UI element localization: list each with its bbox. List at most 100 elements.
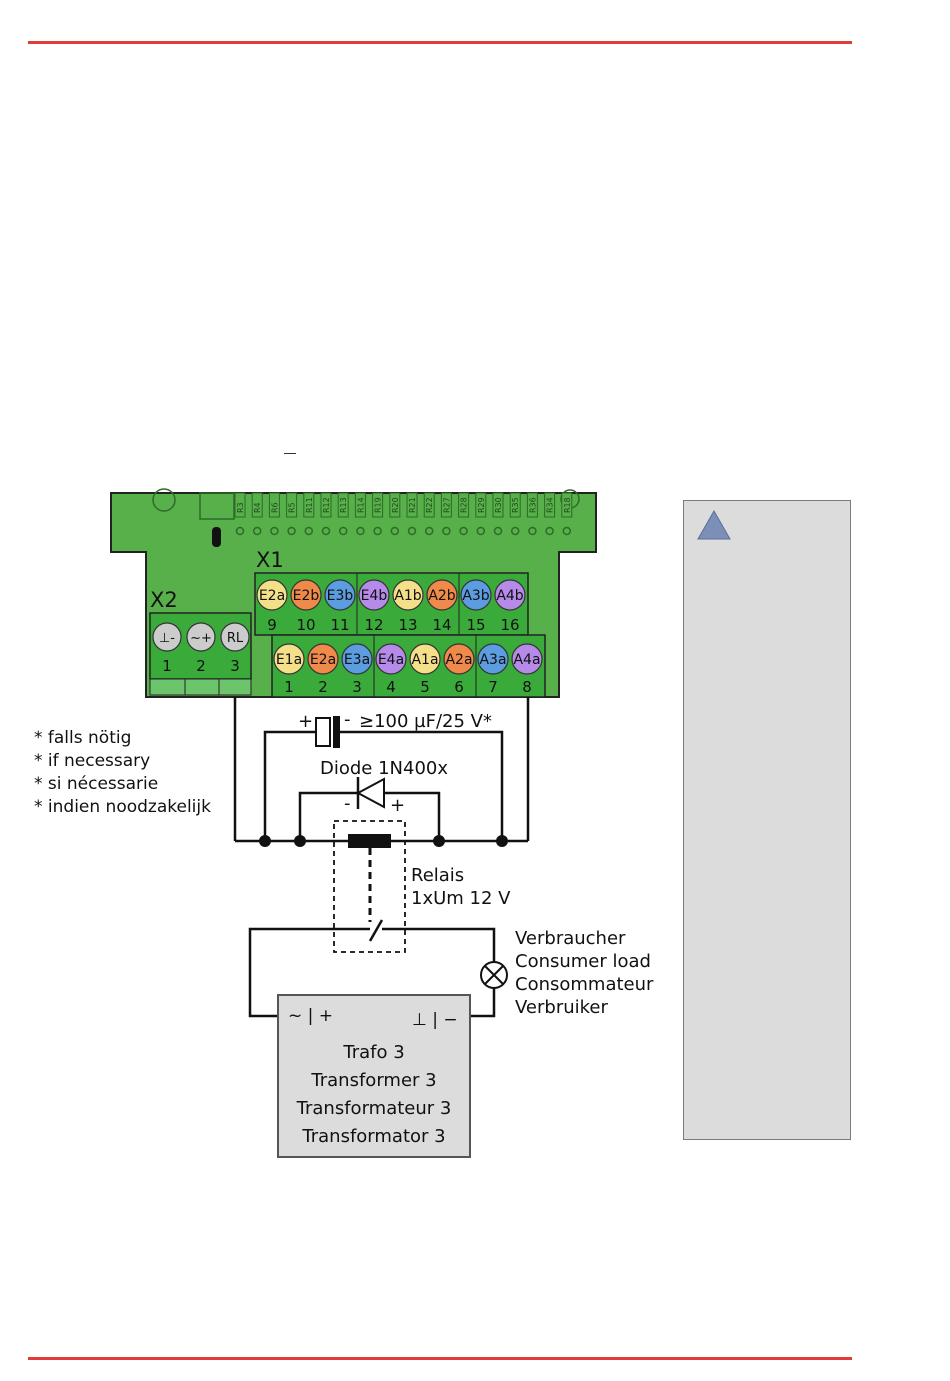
resistor-r11: R11: [303, 492, 315, 536]
pin-label: E2a: [259, 588, 285, 604]
pin-label: E3a: [344, 652, 370, 668]
pin-label: A2b: [428, 588, 455, 604]
pin-number: 9: [267, 616, 277, 634]
diode-plus: +: [390, 795, 405, 816]
pin-number: 12: [364, 616, 383, 634]
footnote-de: * falls nötig: [34, 728, 132, 748]
pin-label: A2a: [445, 652, 472, 668]
x1-bottom-pin-6: A2a 6: [443, 643, 475, 696]
resistor-r35: R35: [509, 492, 521, 536]
footnote-fr: * si nécessarie: [34, 774, 159, 794]
pin-number: 1: [284, 678, 294, 696]
pin-label: E2b: [293, 588, 320, 604]
pin-number: 8: [522, 678, 532, 696]
x1-top-pin-12: E4b 12: [358, 579, 390, 634]
pin-number: 4: [386, 678, 396, 696]
x1-top-pin-14: A2b 14: [426, 579, 458, 634]
svg-text:R14: R14: [356, 497, 365, 513]
pin-number: 2: [196, 657, 206, 675]
resistor-r21: R21: [406, 492, 418, 536]
svg-text:R36: R36: [528, 497, 537, 513]
load-label-en: Consumer load: [515, 951, 651, 972]
warning-panel: [683, 500, 851, 1140]
pin-label: A1b: [394, 588, 421, 604]
header-rule: [28, 41, 852, 44]
svg-text:R20: R20: [391, 497, 400, 513]
pin-number: 10: [296, 616, 315, 634]
load-labels: Verbraucher Consumer load Consommateur V…: [515, 928, 654, 1018]
pin-number: 2: [318, 678, 328, 696]
svg-text:R12: R12: [322, 497, 331, 513]
resistor-r28: R28: [458, 492, 470, 536]
pin-number: 3: [352, 678, 362, 696]
pin-label: A4b: [496, 588, 523, 604]
transformer-left-terminal: ~ | +: [288, 1006, 333, 1026]
footnote-nl: * indien noodzakelijk: [34, 797, 211, 817]
x2-pin-1: ⊥-1: [152, 622, 182, 675]
svg-text:R35: R35: [511, 497, 520, 513]
resistor-r22: R22: [423, 492, 435, 536]
svg-text:R6: R6: [270, 502, 279, 513]
svg-text:R27: R27: [442, 497, 451, 513]
wire-load-bottom: [470, 988, 496, 1018]
diode: Diode 1N400x - +: [320, 758, 448, 816]
connector-x1-label: X1: [256, 548, 284, 572]
transformer-label-de: Trafo 3: [342, 1042, 404, 1063]
relay-rating: 1xUm 12 V: [411, 888, 511, 909]
x1-bottom-pin-8: A4a 8: [511, 643, 543, 696]
svg-text:R29: R29: [477, 497, 486, 513]
wire-trafo-left: [248, 927, 370, 1018]
svg-text:R5: R5: [288, 502, 297, 513]
pin-label: E4b: [361, 588, 388, 604]
pin-number: 14: [432, 616, 451, 634]
resistor-r4: R4: [251, 492, 263, 536]
pin-label: A4a: [513, 652, 540, 668]
wire-diode-left: [298, 791, 358, 841]
resistor-r30: R30: [492, 492, 504, 536]
pin-label: ⊥-: [159, 631, 175, 646]
svg-text:R13: R13: [339, 497, 348, 513]
pin-label: E4a: [378, 652, 404, 668]
transformer-label-nl: Transformator 3: [301, 1126, 445, 1147]
svg-text:R21: R21: [408, 497, 417, 513]
resistor-r19: R19: [372, 492, 384, 536]
resistor-r27: R27: [440, 492, 452, 536]
pin-label: RL: [227, 631, 244, 646]
wire-cap-left: [263, 730, 316, 841]
x1-bottom-pin-3: E3a 3: [341, 643, 373, 696]
pin-label: A3a: [479, 652, 506, 668]
resistor-r14: R14: [354, 492, 366, 536]
svg-text:R18: R18: [563, 497, 572, 513]
resistor-row: R3 R4 R6 R5 R11 R12 R13 R14 R19 R20 R21 R22 R27 R28 R2…: [234, 492, 573, 536]
resistor-r13: R13: [337, 492, 349, 536]
x1-top-pin-11: E3b 11: [324, 579, 356, 634]
connector-x2-label: X2: [150, 588, 178, 612]
resistor-r3: R3: [234, 492, 246, 536]
pin-label: E3b: [327, 588, 354, 604]
diode-minus: -: [344, 793, 351, 814]
capacitor-label: ≥100 µF/25 V*: [359, 711, 492, 732]
pin-number: 11: [330, 616, 349, 634]
footnote-en: * if necessary: [34, 751, 151, 771]
resistor-r36: R36: [526, 492, 538, 536]
svg-text:R22: R22: [425, 497, 434, 513]
svg-text:R4: R4: [253, 502, 262, 513]
capacitor: + - ≥100 µF/25 V*: [298, 709, 492, 748]
resistor-r34: R34: [544, 492, 556, 536]
svg-text:R11: R11: [305, 497, 314, 513]
pin-number: 6: [454, 678, 464, 696]
load-label-de: Verbraucher: [515, 928, 626, 949]
pin-number: 15: [466, 616, 485, 634]
svg-text:R3: R3: [236, 502, 245, 513]
footer-rule: [28, 1357, 852, 1360]
diode-label: Diode 1N400x: [320, 758, 448, 779]
wire-diode-right: [384, 791, 441, 841]
